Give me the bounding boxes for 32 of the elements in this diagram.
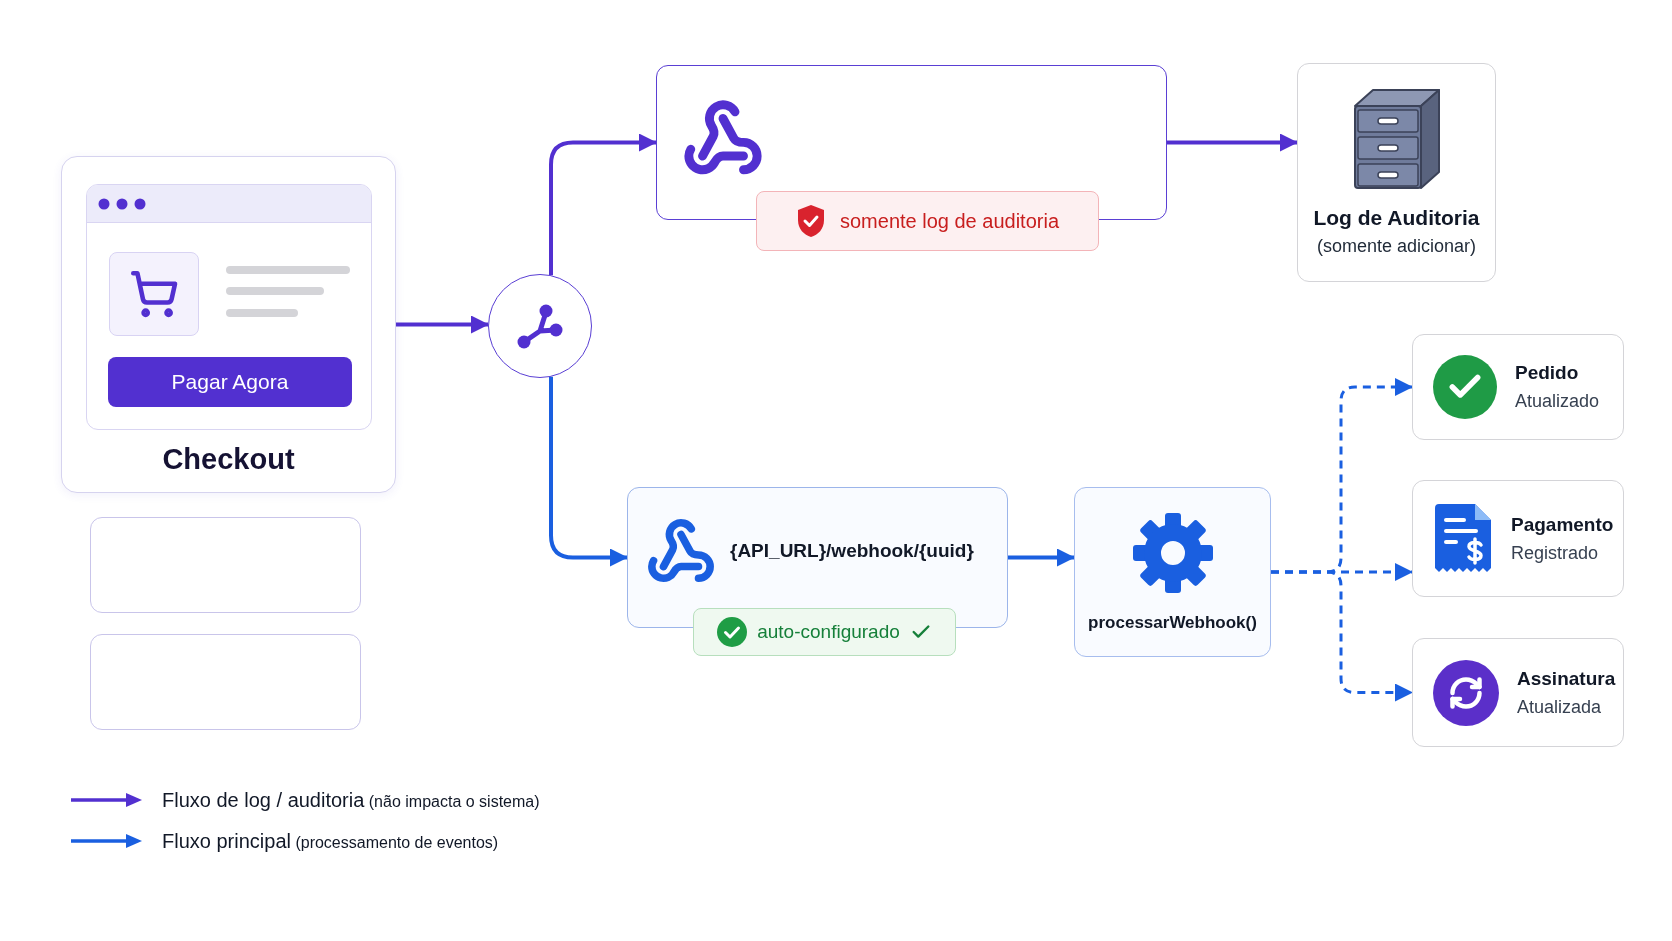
arrow xyxy=(1167,133,1298,152)
result-card xyxy=(1412,334,1624,440)
endpoint-path: {API_URL}/webhook/{uuid} xyxy=(730,539,974,564)
card-subtitle: Atualizada xyxy=(1517,695,1603,719)
pay-now-button: Pagar Agora xyxy=(108,357,352,407)
dashed-arrow xyxy=(1271,570,1413,702)
legend-text: Fluxo de log / auditoria (não impacta o sistema) xyxy=(162,788,540,813)
result-card xyxy=(1412,480,1624,597)
card-title: Checkout xyxy=(162,442,295,477)
card-subtitle: Registrado xyxy=(1511,541,1600,565)
badge-text: somente log de auditoria xyxy=(839,209,1059,234)
badge-text: auto-configurado xyxy=(757,619,900,644)
result-card xyxy=(1412,638,1624,747)
checkout-card xyxy=(61,156,396,493)
arrow xyxy=(396,315,489,334)
card-title: Pagamento xyxy=(1511,512,1614,537)
function-name: processarWebhook() xyxy=(1088,612,1257,634)
process-box xyxy=(1074,487,1271,657)
card-title: Log de Auditoria xyxy=(1313,205,1480,231)
legend-text: Fluxo principal (processamento de eventos) xyxy=(162,829,499,854)
card-subtitle: Atualizado xyxy=(1515,390,1600,413)
auto-configured-badge xyxy=(693,608,956,656)
arrow xyxy=(549,133,657,276)
audit-log-card xyxy=(1297,63,1496,282)
card-title: Assinatura xyxy=(1517,666,1616,691)
card-title: Pedido xyxy=(1515,361,1580,385)
arrow xyxy=(1008,548,1075,567)
arrow xyxy=(549,376,628,567)
empty-card xyxy=(90,517,361,613)
empty-card xyxy=(90,634,361,730)
card-subtitle: (somente adicionar) xyxy=(1316,235,1477,258)
audit-only-badge xyxy=(756,191,1099,251)
